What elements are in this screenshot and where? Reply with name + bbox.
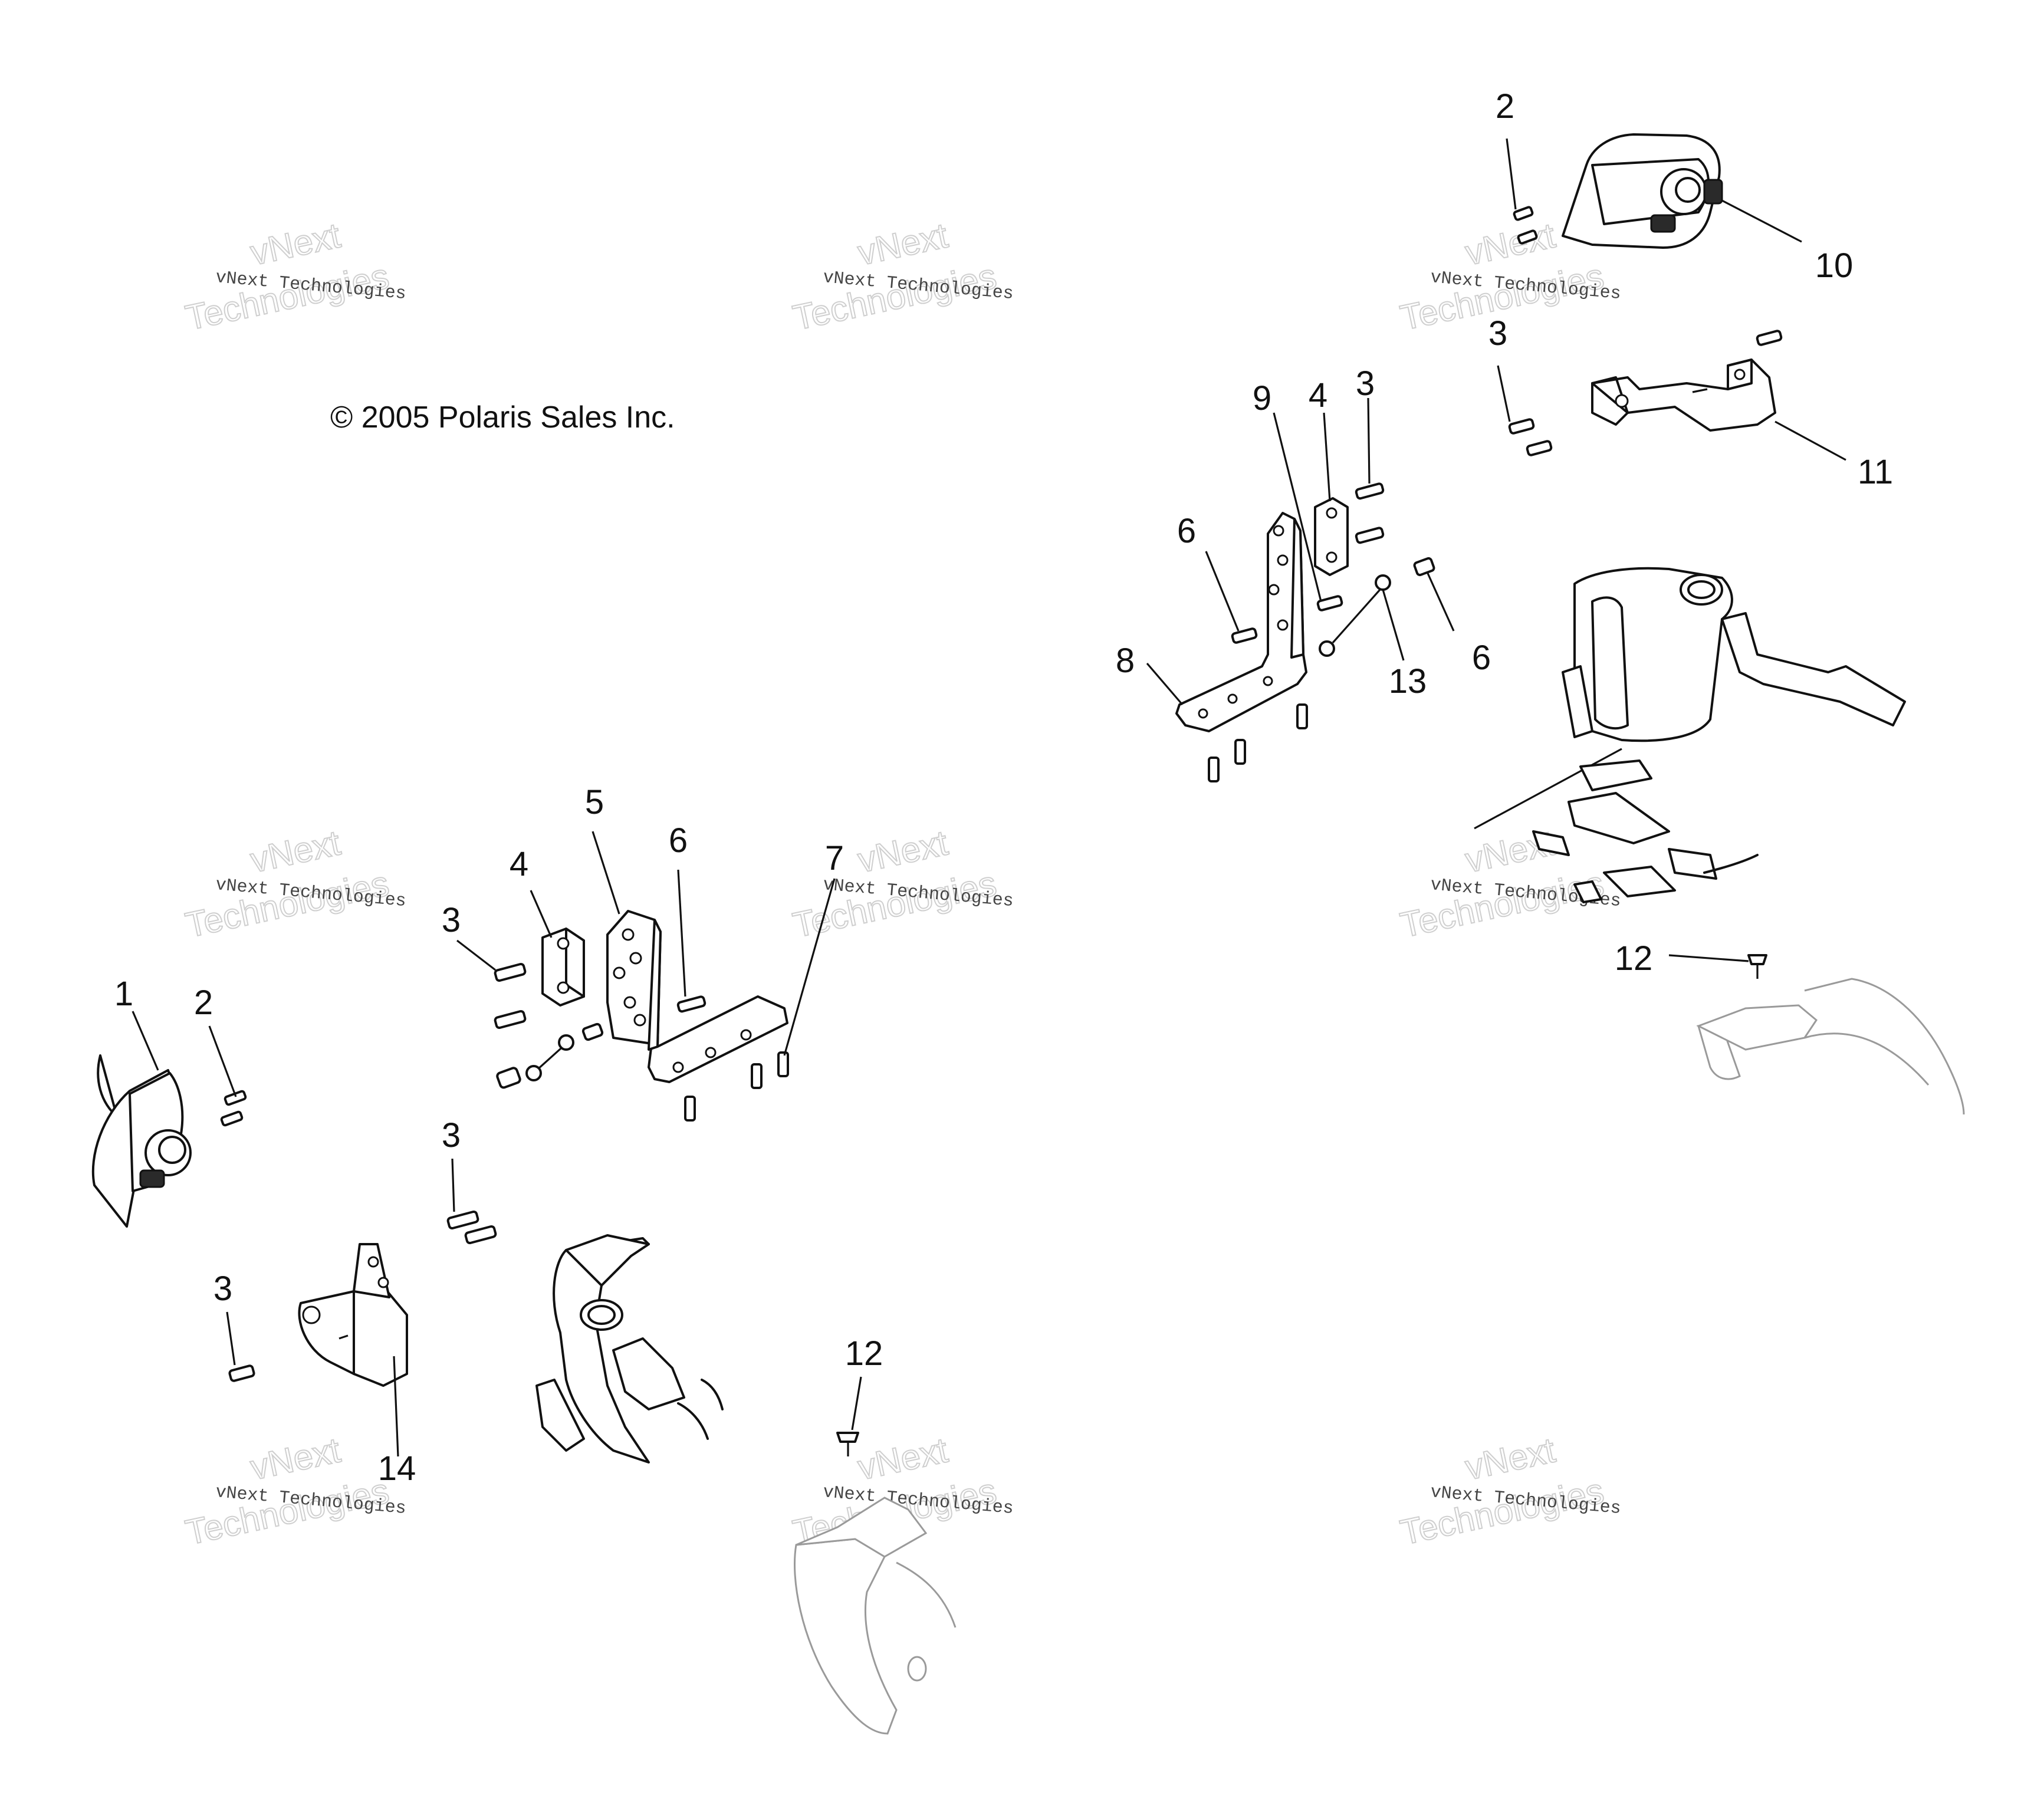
bolt-7-left-part	[684, 1051, 789, 1122]
watermark-top-left: vNext Technologies vNext Technologies	[182, 215, 407, 338]
callout-6-right-lower: 6	[1472, 639, 1491, 677]
fender-front-right-part	[1474, 567, 1906, 903]
callout-3-left-upper: 3	[442, 901, 461, 939]
svg-text:vNext: vNext	[247, 215, 344, 272]
svg-text:vNext: vNext	[247, 1430, 344, 1487]
callout-3-left-lower: 3	[213, 1270, 232, 1308]
bolt-small-left-part	[220, 1090, 247, 1127]
callout-5-left: 5	[585, 783, 604, 821]
watermark-mid-mid: vNext Technologies vNext Technologies	[789, 822, 1014, 945]
callout-4-right: 4	[1309, 376, 1327, 415]
leader-lines	[132, 138, 1846, 1457]
callout-12-right: 12	[1615, 939, 1653, 978]
svg-text:vNext: vNext	[1462, 1430, 1559, 1487]
bolt-6-left-part	[676, 995, 706, 1013]
headlamp-right-part	[1562, 133, 1723, 249]
nose-cowl-left-part	[794, 1497, 957, 1735]
callout-3-right-lower: 3	[1356, 364, 1375, 403]
bolt-left-upper-part	[228, 962, 527, 1382]
fender-front-left-part	[535, 1234, 724, 1464]
svg-text:vNext: vNext	[1462, 823, 1559, 880]
watermark-bottom-left: vNext Technologies vNext Technologies	[182, 1429, 407, 1553]
callout-11-right: 11	[1858, 453, 1893, 491]
link-cable-left-part	[496, 1022, 604, 1089]
callout-1-left: 1	[114, 975, 133, 1013]
bolts-6-9-13-right-part	[1208, 557, 1435, 782]
callout-2-right: 2	[1496, 87, 1514, 126]
callout-labels: 1 2 3 4 5 6 7 3 3 14 12 2 10 3 11 9 4 3 …	[114, 87, 1893, 1488]
bracket-14-left-part	[298, 1243, 408, 1387]
callout-12-left: 12	[845, 1334, 883, 1373]
callout-13-right: 13	[1389, 662, 1427, 701]
watermark-mid-left: vNext Technologies vNext Technologies	[182, 822, 407, 945]
clamp-block-left-part	[541, 928, 585, 1007]
svg-text:vNext: vNext	[1462, 215, 1559, 272]
svg-text:vNext: vNext	[855, 823, 951, 880]
headlamp-left-part	[91, 1054, 192, 1228]
watermark-top-mid: vNext Technologies vNext Technologies	[789, 215, 1014, 338]
svg-text:vNext: vNext	[855, 1430, 951, 1487]
callout-3-left-middle: 3	[442, 1116, 461, 1155]
nose-cowl-right-part	[1696, 978, 1965, 1115]
callout-7-left: 7	[825, 839, 844, 877]
bolt-small-right-part	[1513, 206, 1538, 245]
callout-14-left: 14	[378, 1449, 416, 1488]
callout-10-right: 10	[1815, 246, 1854, 285]
push-rivet-right-part	[1747, 954, 1767, 979]
callout-9-right: 9	[1253, 379, 1271, 417]
callout-2-left: 2	[194, 984, 213, 1022]
l-bracket-left-part	[606, 910, 788, 1083]
svg-text:vNext: vNext	[855, 215, 951, 272]
copyright-text: © 2005 Polaris Sales Inc.	[330, 400, 675, 435]
bracket-11-right-part	[1591, 359, 1776, 432]
svg-text:vNext: vNext	[247, 823, 344, 880]
l-bracket-right-part	[1175, 512, 1307, 732]
clamp-block-right-part	[1314, 497, 1349, 576]
callout-4-left: 4	[510, 845, 528, 883]
bolt-right-part	[1355, 330, 1783, 544]
callout-6-right-upper: 6	[1177, 512, 1196, 550]
callout-8-right: 8	[1116, 642, 1135, 680]
push-rivet-left-part	[836, 1432, 859, 1456]
callout-6-left: 6	[669, 821, 688, 860]
watermark-bottom-right: vNext Technologies vNext Technologies	[1396, 1429, 1622, 1553]
callout-3-right-upper: 3	[1488, 314, 1507, 353]
